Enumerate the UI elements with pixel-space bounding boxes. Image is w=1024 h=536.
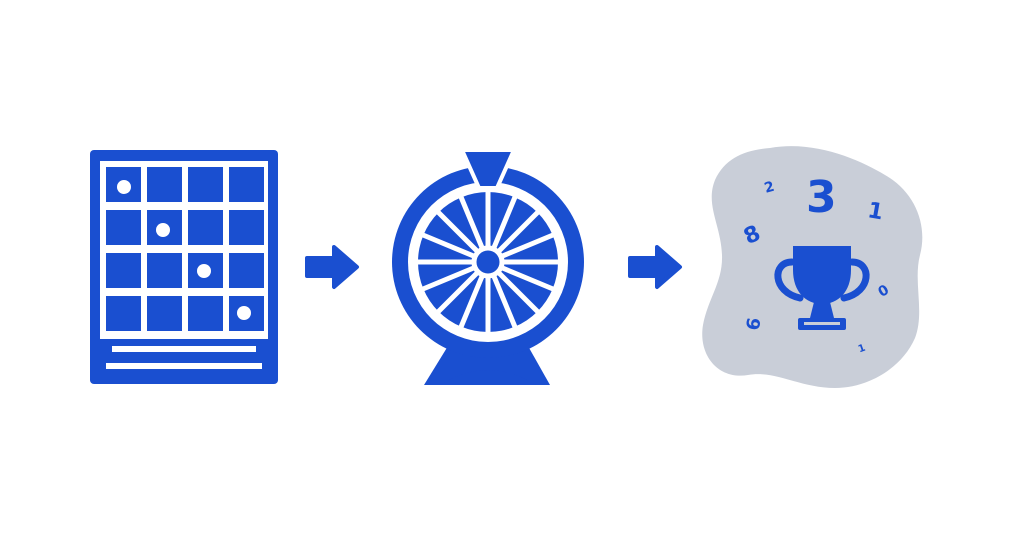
- prize-wheel-icon: [392, 148, 584, 385]
- bingo-marks: [117, 180, 251, 320]
- number-one: 1: [866, 198, 885, 225]
- arrow-right-icon: [628, 245, 682, 289]
- number-six: 6: [743, 316, 766, 332]
- number-one-small: 1: [857, 343, 867, 356]
- bingo-card-icon: [90, 150, 278, 384]
- number-big: 3: [806, 172, 837, 223]
- trophy-icon: [774, 246, 870, 330]
- number-two: 2: [763, 179, 777, 197]
- bingo-grid: [106, 167, 264, 331]
- arrow-right-icon: [305, 245, 359, 289]
- floating-numbers: 3 1 2 8 0 6 1: [740, 172, 892, 355]
